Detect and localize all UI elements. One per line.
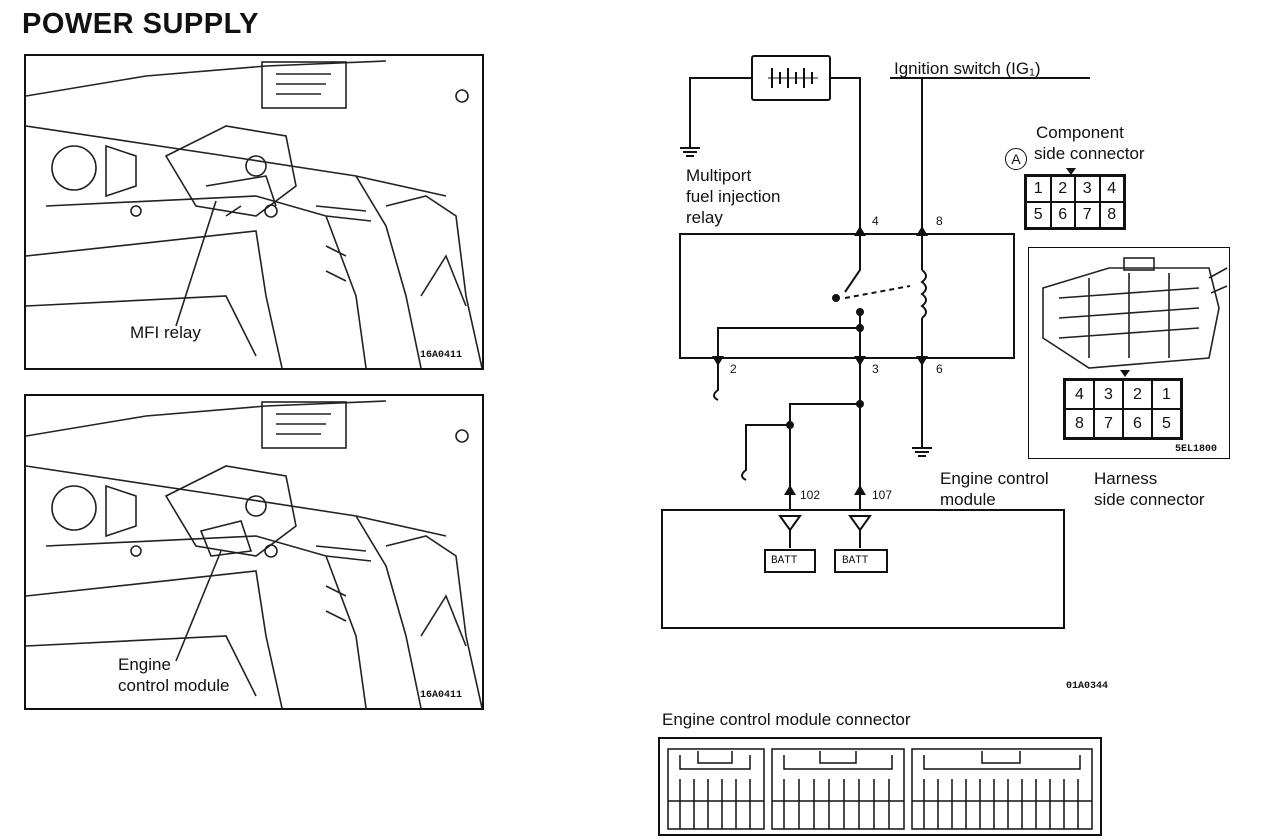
pin-6: 6 xyxy=(936,362,943,376)
batt-label: BATT xyxy=(771,555,798,567)
harness-pin: 2 xyxy=(1123,380,1152,409)
component-pin: 8 xyxy=(1099,202,1124,228)
relay-label-line: fuel injection xyxy=(686,187,781,206)
harness-connector-panel: 4 3 2 1 8 7 6 5 5EL1800 xyxy=(1028,247,1230,459)
component-label-line: Component xyxy=(1036,123,1124,142)
harness-pin: 5 xyxy=(1152,409,1181,438)
harness-code: 5EL1800 xyxy=(1175,444,1218,455)
ecm-module-label: Engine control module xyxy=(940,468,1049,510)
component-pin: 1 xyxy=(1026,176,1051,202)
ecm-connector-pins xyxy=(667,748,1093,830)
figure-code: 16A0411 xyxy=(420,350,463,361)
component-pin: 2 xyxy=(1050,176,1075,202)
wiring-schematic: Ignition switch (IG₁) Multiport fuel inj… xyxy=(640,40,1260,700)
ignition-switch-label: Ignition switch (IG₁) xyxy=(894,59,1041,78)
pin-8: 8 xyxy=(936,214,943,228)
ecm-label-line2: control module xyxy=(118,676,230,695)
pin-102: 102 xyxy=(800,488,821,502)
component-marker: A xyxy=(1005,148,1027,170)
mfi-relay-illustration: MFI relay 16A0411 xyxy=(24,54,484,370)
batt-box xyxy=(834,549,888,573)
schematic-lines xyxy=(661,55,1090,629)
relay-coil xyxy=(920,269,927,319)
relay-box xyxy=(679,233,1015,359)
ecm-illustration: Engine control module 16A0411 xyxy=(24,394,484,710)
harness-connector-label: Harness side connector xyxy=(1094,468,1205,510)
dashboard-drawing xyxy=(26,60,482,368)
ground-symbol xyxy=(912,447,932,457)
ecm-module-label-line: module xyxy=(940,490,996,509)
ground-symbol xyxy=(680,147,700,157)
component-key xyxy=(1066,168,1076,175)
pin-4: 4 xyxy=(872,214,879,228)
batt-box xyxy=(764,549,816,573)
component-connector-label: Component side connector xyxy=(1034,122,1145,164)
relay-label-line: relay xyxy=(686,208,723,227)
pin-107: 107 xyxy=(872,488,893,502)
harness-pin: 1 xyxy=(1152,380,1181,409)
harness-pin: 4 xyxy=(1065,380,1094,409)
harness-key xyxy=(1120,370,1130,377)
page-title: POWER SUPPLY xyxy=(22,8,259,40)
component-pin: 5 xyxy=(1026,202,1051,228)
mfi-relay-label: MFI relay xyxy=(130,323,201,342)
harness-pin: 6 xyxy=(1123,409,1152,438)
relay-label: Multiport fuel injection relay xyxy=(686,165,781,228)
component-pin: 6 xyxy=(1050,202,1075,228)
component-pin: 4 xyxy=(1099,176,1124,202)
component-connector: 1 2 3 4 5 6 7 8 xyxy=(1024,174,1126,230)
component-marker-letter: A xyxy=(1011,151,1021,167)
component-pin: 3 xyxy=(1075,176,1100,202)
ecm-connector-title: Engine control module connector xyxy=(662,710,911,729)
component-label-line: side connector xyxy=(1034,144,1145,163)
pin-2: 2 xyxy=(730,362,737,376)
pin-3: 3 xyxy=(872,362,879,376)
ecm-connector xyxy=(658,737,1102,836)
harness-label-line: side connector xyxy=(1094,490,1205,509)
relay-label-line: Multiport xyxy=(686,166,752,185)
batt-label: BATT xyxy=(842,555,869,567)
schematic-code: 01A0344 xyxy=(1066,681,1109,692)
harness-label-line: Harness xyxy=(1094,469,1158,488)
harness-pin: 7 xyxy=(1094,409,1123,438)
dashboard-drawing xyxy=(26,400,482,708)
ecm-label: Engine control module xyxy=(118,654,230,696)
harness-pin: 8 xyxy=(1065,409,1094,438)
component-pin: 7 xyxy=(1075,202,1100,228)
ecm-label-line1: Engine xyxy=(118,655,171,674)
figure-code: 16A0411 xyxy=(420,690,463,701)
ecm-box xyxy=(661,509,1065,629)
connector-drawing xyxy=(1042,257,1228,369)
harness-pin: 3 xyxy=(1094,380,1123,409)
ecm-module-label-line: Engine control xyxy=(940,469,1049,488)
harness-connector: 4 3 2 1 8 7 6 5 xyxy=(1063,378,1183,440)
